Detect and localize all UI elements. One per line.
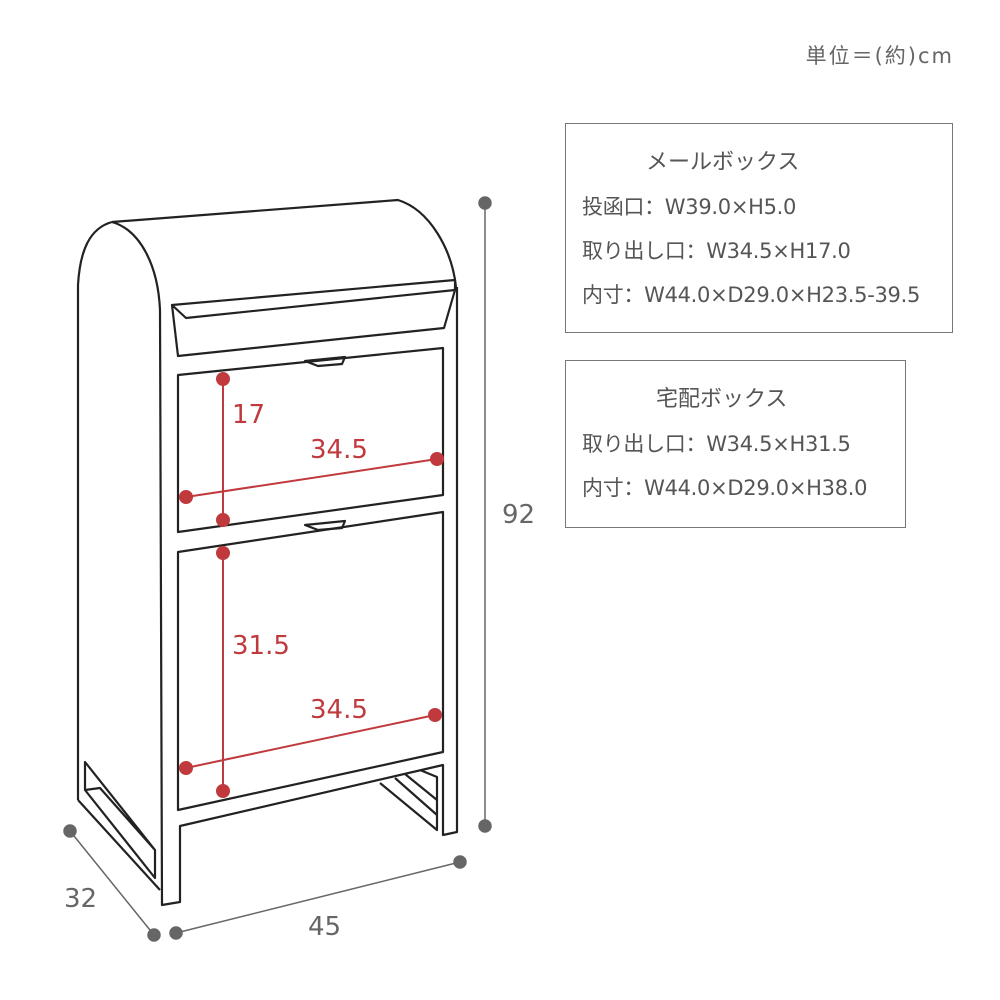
unit-label: 単位＝(約)cm <box>805 44 954 68</box>
lower-door-width-dot <box>179 761 193 775</box>
mailbox-outline <box>76 198 459 907</box>
mailbox-spec-box: メールボックス 投函口：W39.0×H5.0 取り出し口：W34.5×H17.0… <box>565 123 953 333</box>
width-label: 45 <box>308 912 342 942</box>
width-dimension-line <box>175 861 461 934</box>
mailbox-spec-line: 取り出し口：W34.5×H17.0 <box>582 239 851 263</box>
lower-door-width-label: 34.5 <box>310 695 368 725</box>
lower-door-height-dot <box>216 546 230 560</box>
parcel-spec-line: 内寸：W44.0×D29.0×H38.0 <box>582 476 868 500</box>
left-back-edge <box>76 220 113 800</box>
depth-dimension-dot <box>147 928 161 942</box>
depth-dimension-dot <box>63 824 77 838</box>
left-foot <box>77 760 161 891</box>
lower-door-width-dot <box>428 708 442 722</box>
height-dimension-dot <box>478 819 492 833</box>
lower-door-handle <box>303 519 347 532</box>
upper-door-height-dot <box>216 513 230 527</box>
upper-door-width-dot <box>430 452 444 466</box>
width-dimension-dot <box>453 855 467 869</box>
top-edge <box>111 198 458 288</box>
right-foot <box>379 768 439 832</box>
depth-dimension-line <box>69 830 155 936</box>
upper-door-width-dot <box>179 490 193 504</box>
mailbox-spec-line: 投函口：W39.0×H5.0 <box>582 195 797 219</box>
depth-label: 32 <box>64 884 98 914</box>
height-dimension-dot <box>478 196 492 210</box>
parcel-spec-line: 取り出し口：W34.5×H31.5 <box>582 432 851 456</box>
mail-slot <box>170 278 457 358</box>
upper-door-width-line <box>185 458 438 498</box>
width-dimension-dot <box>169 926 183 940</box>
mailbox-spec-title: メールボックス <box>646 150 800 175</box>
upper-door <box>176 346 445 534</box>
height-label: 92 <box>502 500 536 530</box>
upper-door-height-dot <box>216 372 230 386</box>
upper-door-width-label: 34.5 <box>310 435 368 465</box>
upper-door-handle <box>303 355 347 368</box>
parcel-spec-box: 宅配ボックス 取り出し口：W34.5×H31.5 内寸：W44.0×D29.0×… <box>565 360 906 528</box>
upper-door-height-label: 17 <box>232 400 266 430</box>
lower-door-height-dot <box>216 784 230 798</box>
lower-door <box>176 510 445 812</box>
parcel-spec-title: 宅配ボックス <box>656 387 788 412</box>
front-face <box>111 220 459 907</box>
lower-door-height-label: 31.5 <box>232 631 290 661</box>
mailbox-spec-line: 内寸：W44.0×D29.0×H23.5-39.5 <box>582 283 921 307</box>
lower-door-width-line <box>185 714 436 769</box>
